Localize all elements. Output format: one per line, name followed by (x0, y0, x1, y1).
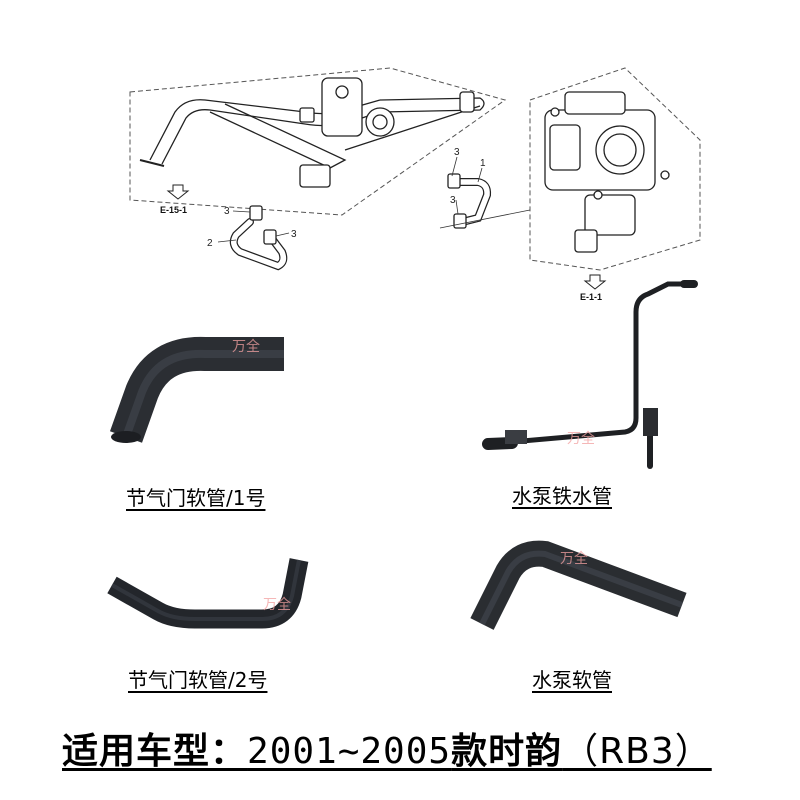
callout-3a: 3 (454, 147, 460, 158)
throttle-hose-1-caption: 节气门软管/1号 (126, 486, 266, 510)
parts-diagram: 1 2 3 3 3 3 E-15-1 E-1-1 (129, 67, 701, 302)
watermark: 万全 (232, 339, 260, 355)
water-pump-hose-caption: 水泵软管 (532, 668, 612, 692)
throttle-body-drawing (544, 91, 670, 253)
ref-code-right: E-1-1 (580, 292, 602, 302)
watermark: 万全 (560, 551, 588, 567)
applicable-model-label: 适用车型： (62, 731, 248, 772)
ref-code-left: E-15-1 (160, 205, 187, 215)
throttle-hose-1-image (109, 336, 284, 443)
callout-2: 2 (207, 238, 213, 249)
callout-3c: 3 (224, 206, 230, 217)
applicable-model-name: 款时韵 (451, 731, 563, 772)
callout-3b: 3 (450, 195, 456, 206)
dashed-frame-right (529, 67, 701, 271)
hose-clamps (249, 173, 467, 245)
watermark: 万全 (567, 431, 595, 447)
applicable-model-line: 适用车型：2001~2005款时韵（RB3） (62, 722, 712, 774)
watermark: 万全 (263, 597, 291, 613)
dashed-frame-left (129, 67, 507, 216)
model-code: （RB3） (562, 731, 712, 772)
applicable-years: 2001~2005 (247, 731, 452, 772)
ref-arrow-left-icon (166, 184, 190, 200)
callout-3d: 3 (291, 229, 297, 240)
product-photos (107, 280, 698, 630)
water-pump-iron-pipe-image (482, 280, 698, 469)
thermostat-housing-drawing (299, 77, 475, 188)
throttle-hose-2-caption: 节气门软管/2号 (128, 668, 268, 692)
ref-arrow-right-icon (583, 274, 607, 290)
water-pump-iron-pipe-caption: 水泵铁水管 (512, 484, 612, 508)
callout-1: 1 (480, 158, 486, 169)
